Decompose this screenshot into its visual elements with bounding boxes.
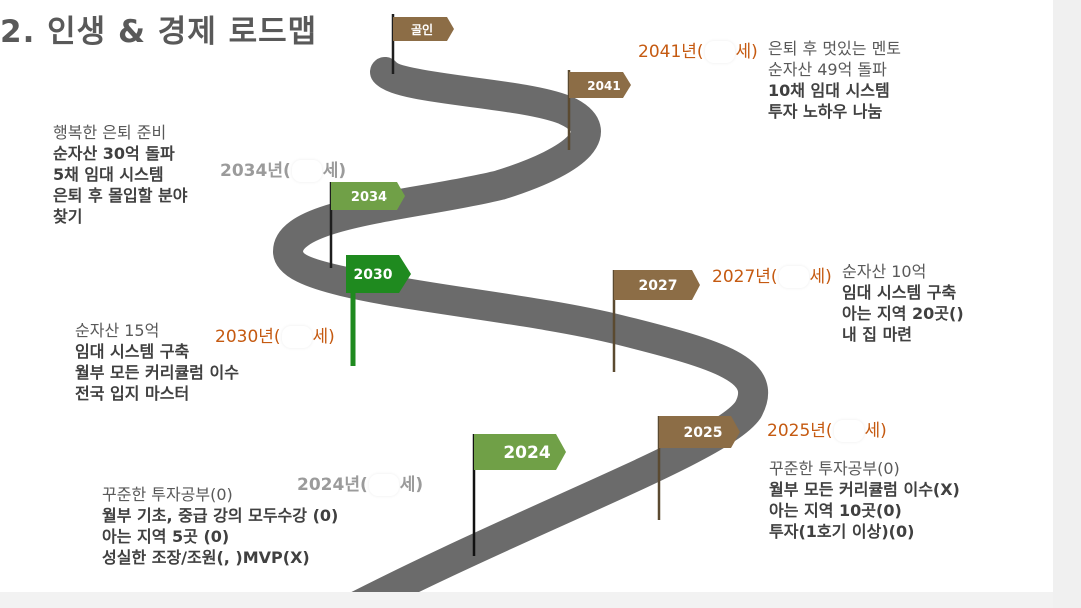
flag-2041-label: 2041 — [587, 79, 620, 93]
milestone-line: 꾸준한 투자공부(0) — [769, 459, 900, 478]
year-2030-suffix: 세) — [312, 327, 335, 347]
flag-2030-label: 2030 — [354, 267, 393, 283]
milestone-line: 월부 모든 커리큘럼 이수(X) — [769, 480, 960, 499]
milestone-line: 찾기 — [53, 207, 83, 226]
bottom-edge-strip — [0, 592, 1053, 608]
flag-2025-label: 2025 — [684, 425, 723, 441]
milestone-line: 순자산 10억 — [842, 262, 927, 281]
year-2030-text: 2030년( — [215, 327, 281, 347]
year-2024-suffix: 세) — [399, 475, 424, 495]
milestone-line: 순자산 15억 — [75, 321, 160, 340]
flag-2024: 2024 — [472, 434, 566, 556]
year-2025-text: 2025년( — [767, 421, 833, 441]
milestone-2024-text: 꾸준한 투자공부(0) 월부 기초, 중급 강의 모두수강 (0) 아는 지역 … — [102, 484, 338, 568]
road-diagram: 골인 2041 2034 2030 2027 — [273, 14, 768, 592]
flag-2034-label: 2034 — [351, 190, 387, 205]
year-2025-suffix: 세) — [864, 421, 887, 441]
redacted-age — [281, 326, 312, 348]
year-2027-suffix: 세) — [809, 267, 832, 287]
flag-goal-label: 골인 — [411, 22, 433, 37]
milestone-line: 월부 모든 커리큘럼 이수 — [75, 363, 239, 382]
flag-goal: 골인 — [391, 14, 454, 74]
milestone-line: 순자산 30억 돌파 — [53, 144, 175, 163]
flag-2041: 2041 — [567, 70, 631, 150]
milestone-line: 아는 지역 5곳 (0) — [102, 527, 230, 546]
milestone-line: 은퇴 후 멋있는 멘토 — [768, 39, 902, 58]
year-label-2034: 2034년( 세) — [220, 156, 346, 182]
milestone-2030-text: 순자산 15억 임대 시스템 구축 월부 모든 커리큘럼 이수 전국 입지 마스… — [75, 320, 239, 404]
year-label-2041: 2041년( 세) — [638, 37, 758, 63]
milestone-line: 아는 지역 10곳(0) — [769, 501, 902, 520]
winding-road — [273, 57, 768, 592]
milestone-line: 투자 노하우 나눔 — [768, 102, 883, 121]
redacted-age — [368, 474, 399, 496]
milestone-line: 은퇴 후 몰입할 분야 — [53, 186, 188, 205]
redacted-age — [833, 420, 864, 442]
milestone-2041-text: 은퇴 후 멋있는 멘토 순자산 49억 돌파 10채 임대 시스템 투자 노하우… — [768, 38, 901, 122]
flag-2030: 2030 — [346, 255, 411, 366]
right-edge-panel — [1053, 0, 1081, 608]
flag-2034: 2034 — [329, 182, 405, 268]
flag-2024-label: 2024 — [503, 443, 550, 463]
milestone-line: 성실한 조장/조원(, )MVP(X) — [102, 548, 310, 567]
milestone-line: 10채 임대 시스템 — [768, 81, 890, 100]
year-label-2025: 2025년( 세) — [767, 416, 887, 442]
milestone-line: 월부 기초, 중급 강의 모두수강 (0) — [102, 506, 339, 525]
flag-2025: 2025 — [657, 416, 740, 520]
page-title: 2. 인생 & 경제 로드맵 — [0, 14, 318, 50]
milestone-line: 임대 시스템 구축 — [842, 283, 957, 302]
redacted-age — [704, 41, 735, 63]
year-label-2027: 2027년( 세) — [712, 262, 832, 288]
year-2041-text: 2041년( — [638, 42, 704, 62]
year-2034-text: 2034년( — [220, 161, 291, 181]
flag-2027: 2027 — [612, 270, 700, 372]
redacted-age — [778, 266, 809, 288]
year-label-2030: 2030년( 세) — [215, 322, 335, 348]
milestone-line: 전국 입지 마스터 — [75, 384, 190, 403]
milestone-line: 투자(1호기 이상)(0) — [769, 522, 915, 541]
milestone-line: 5채 임대 시스템 — [53, 165, 164, 184]
flag-2027-label: 2027 — [639, 278, 678, 294]
milestone-line: 행복한 은퇴 준비 — [53, 123, 167, 142]
redacted-age — [291, 160, 322, 182]
milestone-line: 내 집 마련 — [842, 325, 913, 344]
year-2041-suffix: 세) — [735, 42, 758, 62]
year-2034-suffix: 세) — [322, 161, 347, 181]
year-2027-text: 2027년( — [712, 267, 778, 287]
milestone-2025-text: 꾸준한 투자공부(0) 월부 모든 커리큘럼 이수(X) 아는 지역 10곳(0… — [769, 458, 960, 542]
milestone-2034-text: 행복한 은퇴 준비 순자산 30억 돌파 5채 임대 시스템 은퇴 후 몰입할 … — [53, 122, 187, 227]
milestone-line: 꾸준한 투자공부(0) — [102, 485, 233, 504]
year-2024-text: 2024년( — [297, 475, 368, 495]
milestone-line: 임대 시스템 구축 — [75, 342, 190, 361]
milestone-line: 순자산 49억 돌파 — [768, 60, 887, 79]
milestone-line: 아는 지역 20곳() — [842, 304, 964, 323]
year-label-2024: 2024년( 세) — [297, 470, 423, 496]
milestone-2027-text: 순자산 10억 임대 시스템 구축 아는 지역 20곳() 내 집 마련 — [842, 261, 964, 345]
